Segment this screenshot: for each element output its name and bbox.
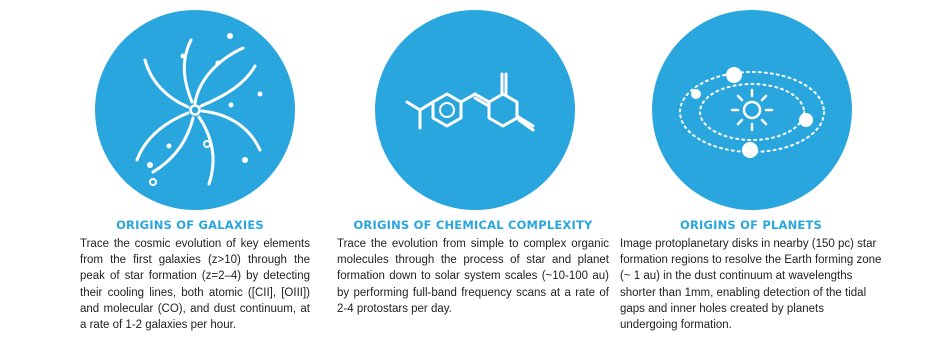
column-origins-of-galaxies: ORIGINS OF GALAXIES Trace the cosmic evo… bbox=[80, 0, 310, 349]
organic-molecule-icon bbox=[375, 10, 575, 210]
description-origins-of-galaxies: Trace the cosmic evolution of key elemen… bbox=[80, 238, 310, 332]
spiral-galaxy-icon bbox=[95, 10, 295, 210]
heading-origins-of-galaxies: ORIGINS OF GALAXIES bbox=[116, 218, 264, 232]
planetary-system-icon bbox=[652, 10, 852, 210]
description-origins-of-chemical-complexity: Trace the evolution from simple to compl… bbox=[337, 238, 609, 315]
column-origins-of-planets: ORIGINS OF PLANETS Image protoplanetary … bbox=[620, 0, 882, 349]
column-origins-of-chemical-complexity: ORIGINS OF CHEMICAL COMPLEXITY Trace the… bbox=[337, 0, 609, 349]
heading-origins-of-chemical-complexity: ORIGINS OF CHEMICAL COMPLEXITY bbox=[353, 218, 593, 232]
heading-origins-of-planets: ORIGINS OF PLANETS bbox=[679, 218, 823, 232]
description-origins-of-planets: Image protoplanetary disks in nearby (15… bbox=[620, 238, 882, 332]
